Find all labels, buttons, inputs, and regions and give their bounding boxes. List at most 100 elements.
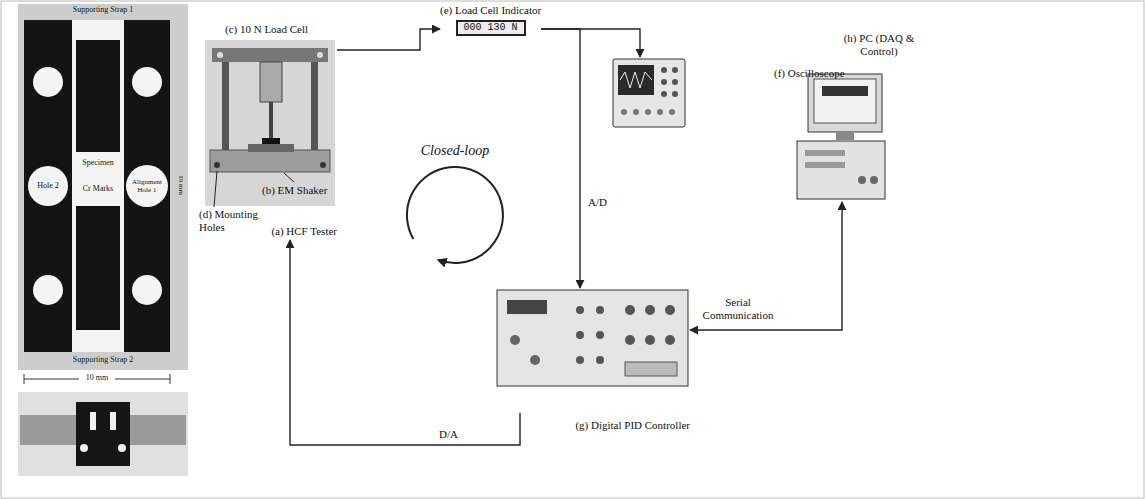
waveform	[620, 72, 652, 88]
drive-slot	[805, 162, 845, 168]
connector	[669, 109, 675, 115]
connector	[625, 305, 635, 315]
mounting-hole	[320, 162, 326, 168]
dimension-tick	[170, 374, 171, 384]
top-plate	[212, 48, 328, 62]
grip-photo-ground	[18, 392, 188, 476]
connector	[576, 331, 584, 339]
node-label: (f) Oscilloscope	[774, 67, 845, 80]
test-specimen	[262, 138, 280, 144]
node-label: (e) Load Cell Indicator	[440, 4, 541, 17]
specimen-mark	[90, 412, 96, 430]
hole	[33, 67, 63, 97]
hole-label: Alignment Hole 1	[127, 178, 167, 194]
knob	[661, 91, 667, 97]
marks-label: Cr Marks	[72, 184, 124, 193]
specimen-photo-ground	[18, 4, 188, 370]
knob	[510, 335, 520, 345]
connector	[633, 109, 639, 115]
hole	[132, 275, 162, 305]
specimen-mark	[110, 412, 116, 430]
controller-box: (g) Digital PID Controller	[495, 288, 690, 413]
pc-box: (h) PC (DAQ & Control)	[795, 72, 935, 202]
specimen-center	[72, 20, 124, 352]
drive-slot	[805, 150, 845, 156]
knob	[672, 67, 678, 73]
connector	[645, 305, 655, 315]
connector	[576, 306, 584, 314]
knob	[672, 79, 678, 85]
knob	[672, 91, 678, 97]
controller-plate	[625, 362, 677, 376]
connector	[625, 335, 635, 345]
hole-label: Hole 2	[28, 181, 68, 190]
leader-line	[214, 171, 217, 207]
hole	[33, 275, 63, 305]
oscilloscope-screen	[618, 65, 654, 95]
strap-label: Supporting Strap 2	[18, 355, 188, 364]
connector	[596, 356, 604, 364]
leader-line	[284, 173, 294, 182]
closed-loop-arrow	[407, 167, 503, 263]
monitor	[808, 74, 882, 132]
shaker-head	[248, 144, 294, 152]
knob	[661, 67, 667, 73]
wire-label: Serial Communication	[698, 296, 778, 321]
dimension-label: 10 mm	[79, 373, 115, 382]
base-plate	[210, 150, 330, 172]
controller-panel	[497, 290, 688, 386]
display-reading: 000 130 N	[456, 20, 526, 36]
pc-case	[797, 141, 885, 199]
specimen-label: Specimen	[72, 158, 124, 167]
knob	[661, 79, 667, 85]
connector	[576, 356, 584, 364]
connector	[657, 109, 663, 115]
mounting-hole	[214, 162, 220, 168]
hole	[118, 444, 126, 452]
specimen-pad	[76, 206, 120, 330]
tester-photo-ground	[205, 40, 335, 206]
loop-label: Closed-loop	[405, 143, 505, 159]
oscilloscope-box: (f) Oscilloscope	[613, 57, 769, 129]
monitor-stand	[836, 132, 854, 140]
post	[311, 62, 318, 152]
dimension-tick	[24, 374, 25, 384]
mounted-specimen	[76, 402, 130, 466]
dimension-label: 10 mm	[177, 170, 185, 200]
connector	[621, 109, 627, 115]
alignment-hole	[126, 165, 168, 207]
signal-wire	[290, 240, 520, 445]
signal-wire	[337, 29, 440, 50]
callout-label: (b) EM Shaker	[262, 184, 327, 197]
load-cell	[260, 62, 282, 102]
monitor-screen	[814, 79, 876, 123]
callout-label: (c) 10 N Load Cell	[225, 23, 308, 36]
connector	[665, 335, 675, 345]
grip	[20, 415, 76, 445]
grip	[130, 415, 186, 445]
connector	[645, 109, 651, 115]
button	[858, 176, 866, 184]
wire-label: D/A	[437, 428, 460, 441]
connector	[596, 331, 604, 339]
node-label: (g) Digital PID Controller	[575, 419, 690, 432]
indicator-box: (e) Load Cell Indicator 000 130 N	[440, 4, 541, 36]
signal-wire	[541, 29, 640, 57]
oscilloscope-body	[613, 59, 685, 127]
node-label: (h) PC (DAQ & Control)	[831, 32, 927, 58]
signal-wire	[690, 202, 842, 330]
strap-label: Supporting Strap 1	[18, 5, 188, 14]
specimen-pad	[76, 40, 120, 152]
callout-label: (d) Mounting Holes	[199, 208, 265, 233]
controller-display	[507, 300, 547, 314]
connector	[645, 335, 655, 345]
wire-label: A/D	[586, 196, 609, 209]
load-rod	[269, 102, 273, 138]
button	[870, 176, 878, 184]
knob	[530, 355, 540, 365]
connector	[596, 306, 604, 314]
specimen-frame	[24, 20, 170, 352]
